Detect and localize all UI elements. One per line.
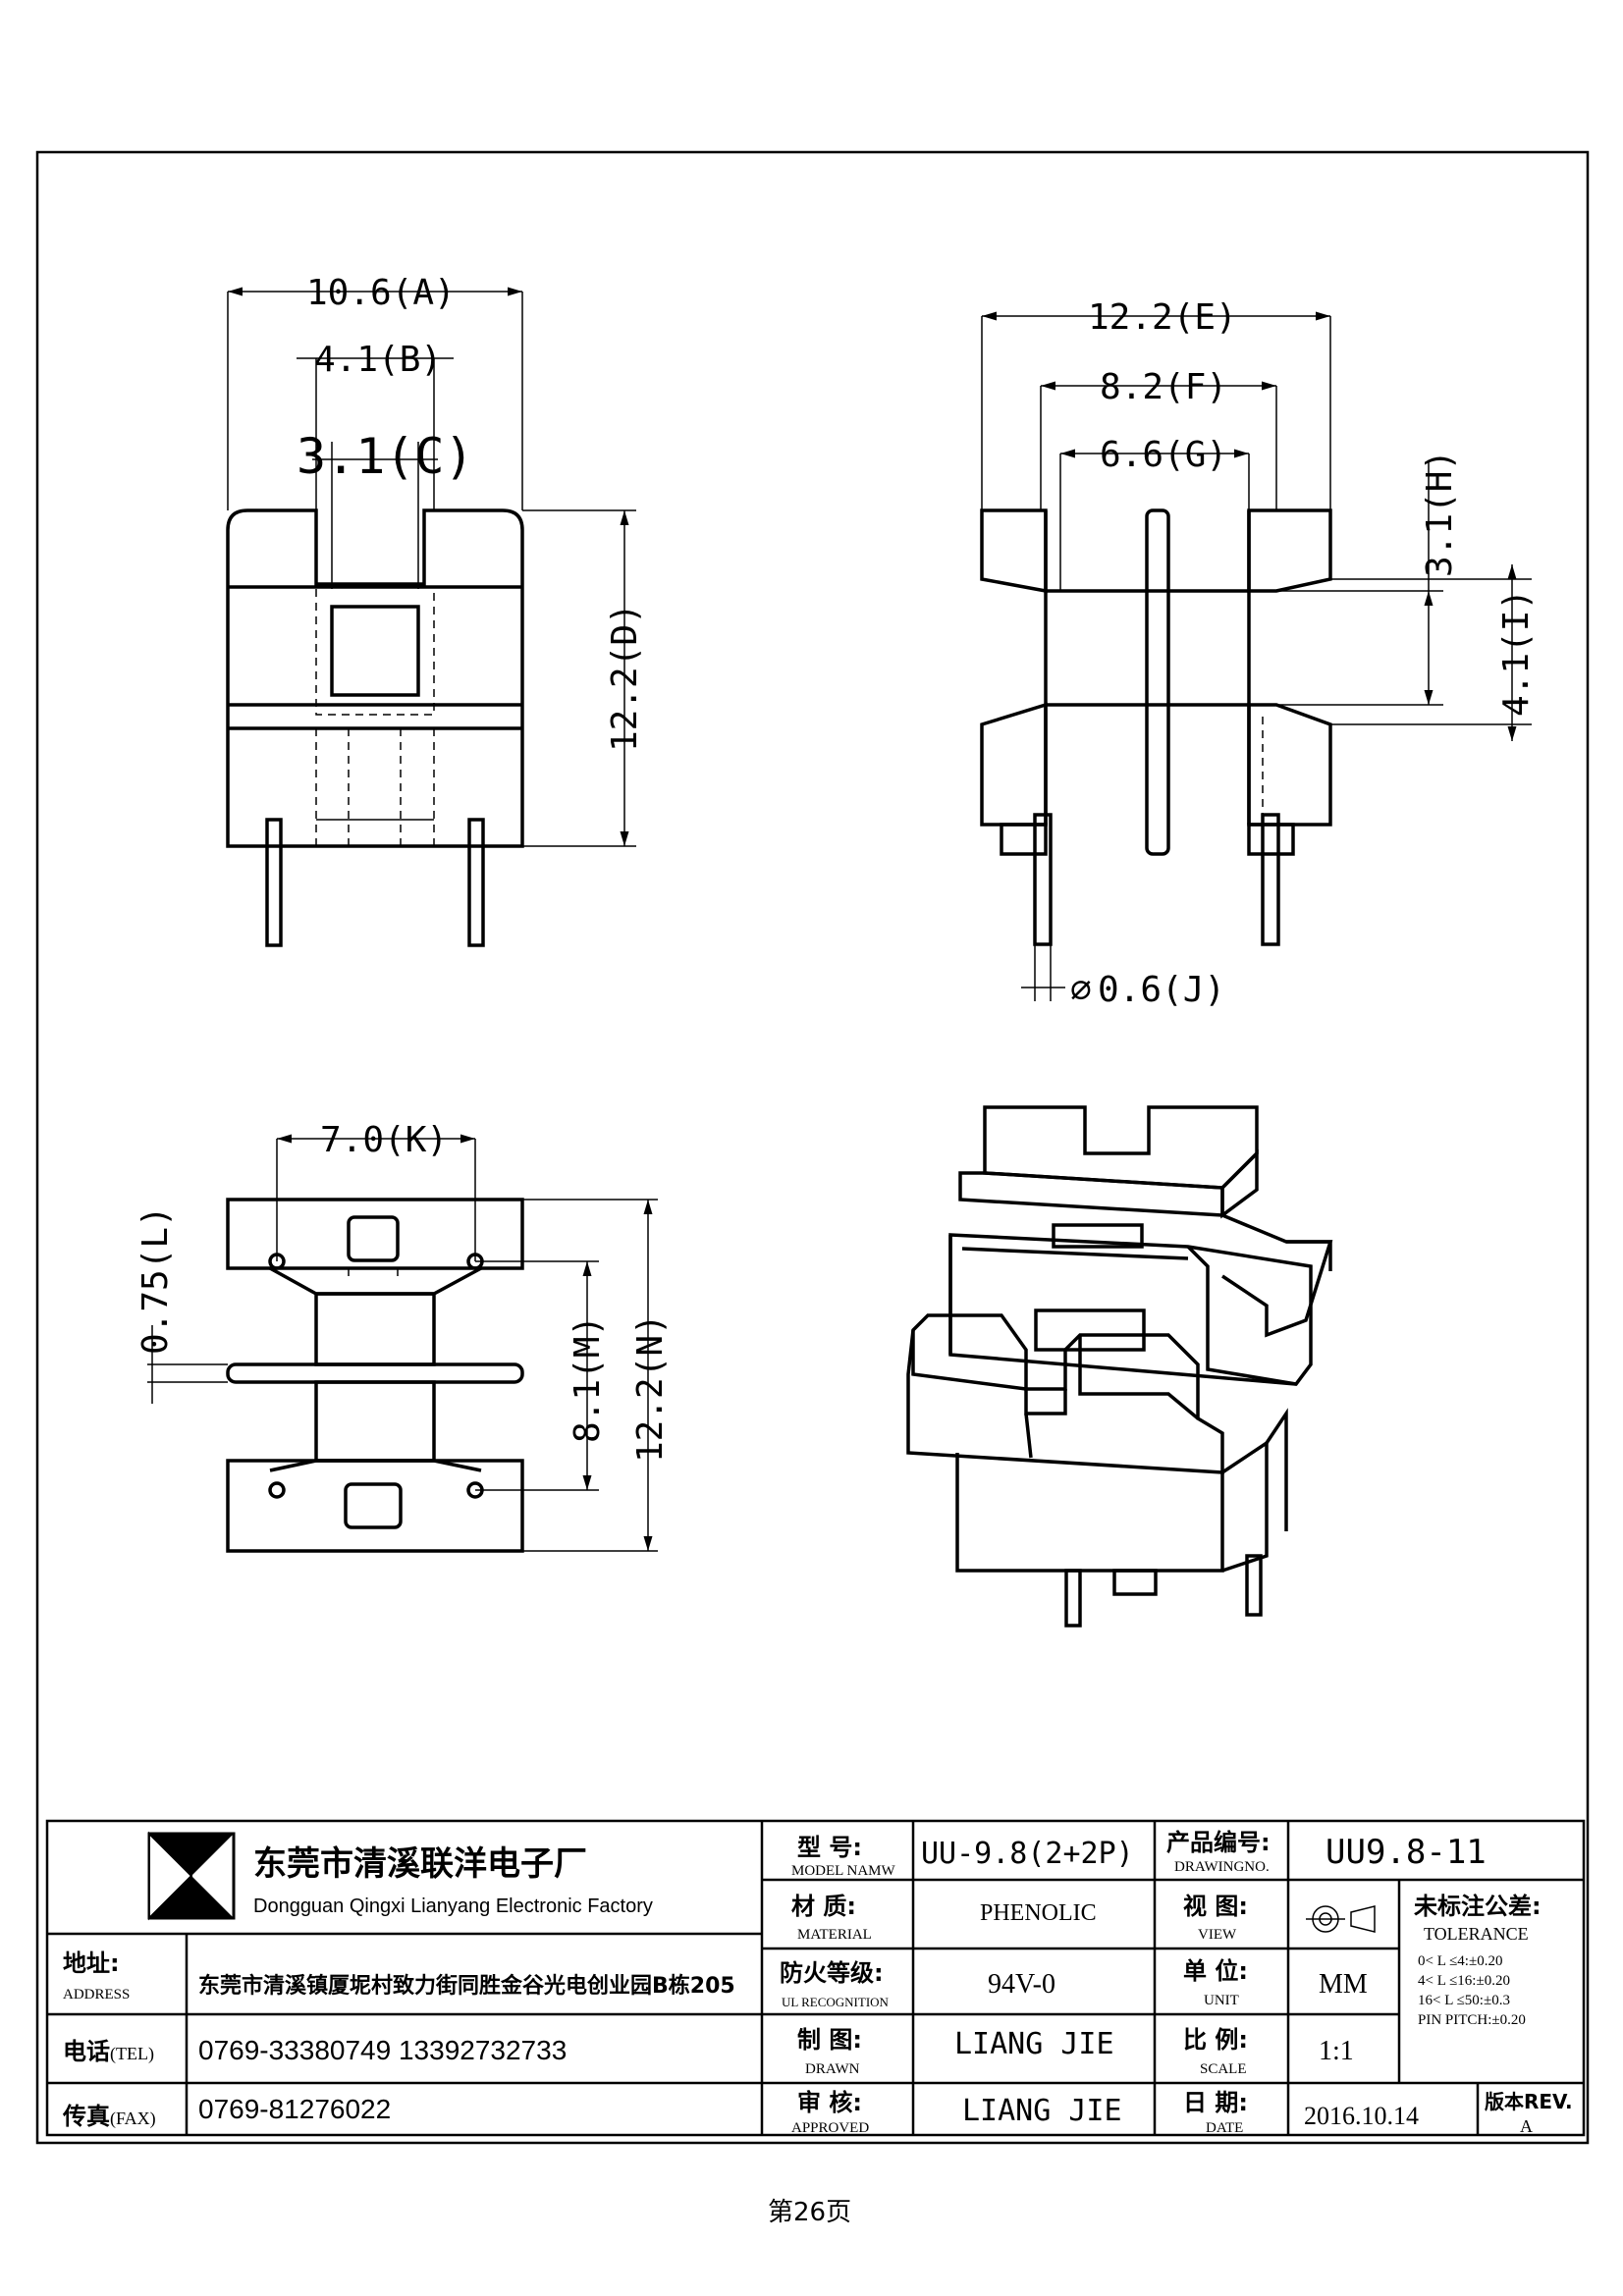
page-number: 第26页 [768,2198,851,2227]
factory-name-cn: 东莞市清溪联洋电子厂 [253,1844,587,1884]
model-label-en: MODEL NAMW [791,1863,896,1879]
dim-m-label: 8.1(M) [568,1315,608,1443]
bottom-view: 7.0(K) 0.75(L) 8.1(M) 12.2(N) [135,1120,671,1553]
address-value: 东莞市清溪镇厦坭村致力街同胜金谷光电创业园B栋205 [198,1973,735,1999]
projection-symbol-icon [1306,1905,1376,1933]
scale-value: 1:1 [1319,2036,1354,2066]
approved-value: LIANG JIE [962,2094,1122,2128]
date-label-cn: 日 期: [1183,2089,1248,2116]
fax-label-en: (FAX) [110,2109,156,2129]
rev-label: 版本REV. [1485,2090,1573,2113]
approved-label-cn: 审 核: [797,2089,862,2116]
view-label-en: VIEW [1198,1927,1237,1943]
ul-label-cn: 防火等级: [780,1959,884,1987]
scale-label-cn: 比 例: [1183,2026,1248,2054]
unit-label-en: UNIT [1204,1993,1239,2008]
material-label-en: MATERIAL [797,1927,872,1943]
dim-d-label: 12.2(D) [605,603,645,752]
dim-k-label: 7.0(K) [320,1120,448,1160]
dim-l-label: 0.75(L) [135,1205,176,1355]
dim-n-label: 12.2(N) [630,1313,671,1463]
drawn-value: LIANG JIE [954,2027,1114,2061]
date-label-en: DATE [1206,2120,1243,2136]
model-value: UU-9.8(2+2P) [921,1837,1134,1871]
title-block: 东莞市清溪联洋电子厂 Dongguan Qingxi Lianyang Elec… [45,1819,1586,2137]
ul-value: 94V-0 [988,1969,1055,2000]
drawn-label-cn: 制 图: [797,2026,862,2054]
tolerance-line-1: 0< L ≤4:±0.20 [1418,1953,1502,1969]
tolerance-line-3: 16< L ≤50:±0.3 [1418,1993,1510,2008]
sheet-border [35,150,1590,2145]
tel-value: 0769-33380749 13392732733 [198,2035,567,2065]
tolerance-line-2: 4< L ≤16:±0.20 [1418,1973,1510,1989]
isometric-view [906,1105,1333,1628]
drawing-no-value: UU9.8-11 [1325,1833,1487,1872]
address-label-en: ADDRESS [63,1987,130,2002]
unit-label-cn: 单 位: [1183,1957,1248,1985]
scale-label-en: SCALE [1200,2061,1247,2077]
dim-b-label: 4.1(B) [314,340,442,380]
drawn-label-en: DRAWN [805,2061,860,2077]
dim-e-label: 12.2(E) [1088,297,1237,338]
tel-label-cn: 电话 [63,2038,110,2065]
view-label-cn: 视 图: [1183,1893,1248,1920]
factory-logo [147,1831,236,1921]
unit-value: MM [1319,1969,1368,2000]
dim-f-label: 8.2(F) [1100,367,1227,407]
dim-i-label: 4.1(I) [1496,589,1537,717]
side-view: 12.2(E) 8.2(F) 6.6(G) 3.1(H) 4.1(I) ⌀ 0.… [980,297,1537,1010]
dim-a-label: 10.6(A) [306,273,456,313]
dim-j-label: 0.6(J) [1098,970,1225,1010]
model-label-cn: 型 号: [797,1834,862,1861]
rev-value: A [1520,2116,1533,2136]
ul-label-en: UL RECOGNITION [782,1995,890,2009]
approved-label-en: APPROVED [791,2120,869,2136]
drawing-no-label-cn: 产品编号: [1166,1829,1271,1856]
dim-h-label: 3.1(H) [1420,450,1460,577]
dim-g-label: 6.6(G) [1100,435,1227,475]
dim-c-label: 3.1(C) [297,428,474,485]
tolerance-label-en: TOLERANCE [1424,1924,1529,1944]
drawing-no-label-en: DRAWINGNO. [1174,1859,1270,1875]
address-label-cn: 地址: [63,1949,120,1977]
front-view: 10.6(A) 4.1(B) 3.1(C) 12.2(D) [226,273,645,947]
tel-label-en: (TEL) [110,2044,154,2064]
tolerance-line-4: PIN PITCH:±0.20 [1418,2012,1526,2028]
diameter-symbol: ⌀ [1070,970,1092,1010]
fax-value: 0769-81276022 [198,2094,391,2124]
material-value: PHENOLIC [980,1900,1097,1926]
date-value: 2016.10.14 [1304,2102,1419,2130]
fax-label-cn: 传真 [62,2103,110,2130]
factory-name-en: Dongguan Qingxi Lianyang Electronic Fact… [253,1896,653,1917]
material-label-cn: 材 质: [791,1893,856,1920]
tolerance-label-cn: 未标注公差: [1414,1893,1542,1920]
